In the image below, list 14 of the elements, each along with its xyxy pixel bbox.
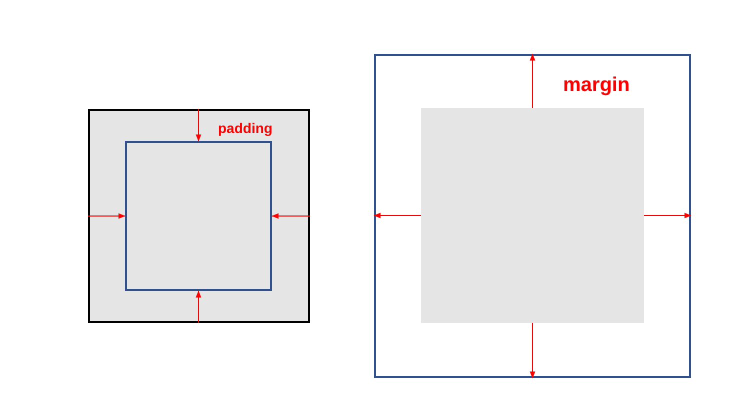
inner-box [125,141,272,291]
arrow [644,212,692,218]
arrow [196,108,202,142]
outer-box [88,109,310,323]
arrow [530,322,536,378]
arrow [88,213,126,219]
content-box [421,108,644,323]
arrow [272,213,310,219]
area-label: padding [218,121,272,135]
outer-box [374,54,691,378]
area-label: margin [563,75,630,95]
arrow [196,290,202,324]
arrow [530,54,536,108]
arrow [374,212,422,218]
